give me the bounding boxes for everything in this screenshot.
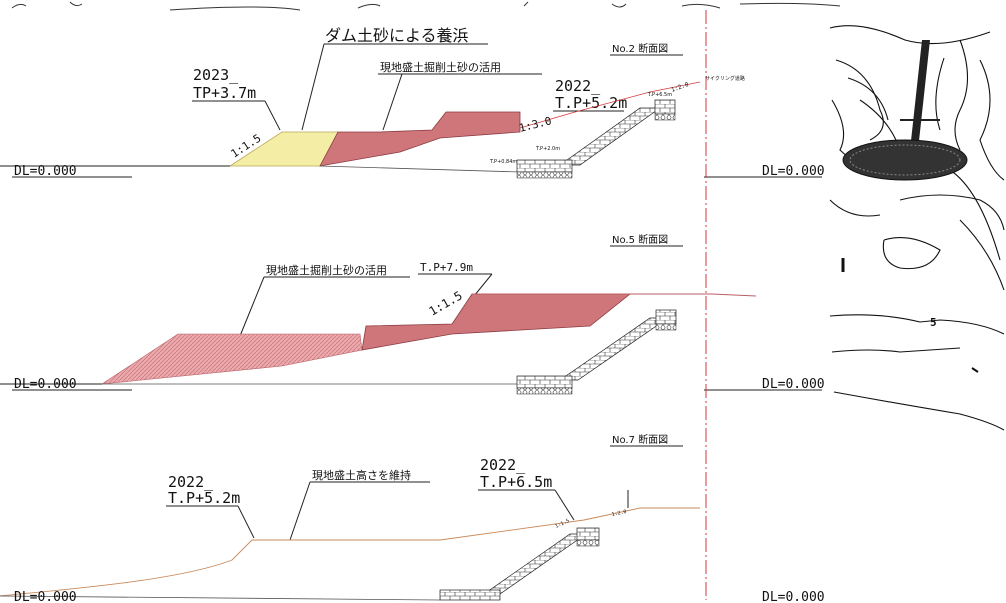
crest-line-no5 xyxy=(472,293,757,297)
label-2022-right: 2022_ xyxy=(480,456,526,474)
label-2023: 2023_ xyxy=(193,66,239,84)
section-no7: No.7 断面図 2022_ T.P+5.2m 現地盛土高さを維持 2022_ … xyxy=(0,433,700,601)
label-excavated-no2-leader xyxy=(382,73,403,131)
hatched-soil-fill-no5 xyxy=(101,333,363,385)
slope-30-no2: 1:3.0 xyxy=(518,114,553,135)
profile-line-no7 xyxy=(0,507,700,597)
label-tp52-no7-leader xyxy=(237,505,255,539)
seabed-line-no7 xyxy=(0,595,441,601)
small-tp084-no2: T.P+0.84m xyxy=(489,159,517,165)
dl-label-no2-left: DL=0.000 xyxy=(14,164,77,179)
slope-line-no2 xyxy=(519,81,701,129)
dl-label-no5-left: DL=0.000 xyxy=(14,377,77,392)
excavated-soil-fill-no5 xyxy=(361,293,632,351)
top-sketch-lines xyxy=(11,1,841,11)
datum-labels-right: DL=0.000 DL=0.000 DL=0.000 xyxy=(704,164,825,603)
section-no2: ダム土砂による養浜 No.2 断面図 2023_ TP+3.7m 現地盛土掘削土… xyxy=(0,26,745,179)
label-tp37-leader xyxy=(264,100,281,131)
label-tp52-no7: T.P+5.2m xyxy=(168,489,240,507)
section-no2-name: No.2 断面図 xyxy=(612,42,668,55)
label-keep-no7-leader xyxy=(289,481,311,541)
excavated-soil-fill-no2 xyxy=(319,111,521,167)
revetment-no7 xyxy=(439,527,600,601)
title-leader xyxy=(301,43,325,131)
title-text: ダム土砂による養浜 xyxy=(325,26,469,45)
section-no5: No.5 断面図 現地盛土掘削土砂の活用 T.P+7.9m 1:1.5 xyxy=(0,233,757,395)
contour-label-5: 5 xyxy=(930,316,937,329)
slope-20-no2: 1:2.0 xyxy=(670,81,690,94)
label-tp37: TP+3.7m xyxy=(193,84,256,102)
label-tp79-no5: T.P+7.9m xyxy=(420,261,473,274)
datum-labels-left: DL=0.000 DL=0.000 DL=0.000 xyxy=(12,164,132,603)
slope-20-no7: 1:2.0 xyxy=(611,509,627,518)
structure-symbol xyxy=(842,40,968,181)
dl-label-no5-right: DL=0.000 xyxy=(762,377,825,392)
revetment-no5 xyxy=(516,309,677,395)
label-tp65-no7-leader xyxy=(554,489,575,521)
dl-label-no7-left: DL=0.000 xyxy=(14,590,77,603)
revetment-no2 xyxy=(516,99,676,179)
section-no7-name: No.7 断面図 xyxy=(612,433,668,446)
label-2022-no2: 2022_ xyxy=(555,77,601,95)
label-tp65-no7: T.P+6.5m xyxy=(480,473,552,491)
section-no5-name: No.5 断面図 xyxy=(612,233,668,246)
label-keep-no7: 現地盛土高さを維持 xyxy=(312,468,411,482)
small-tp20-no2: T.P+2.0m xyxy=(535,146,560,152)
label-tp52-no2: T.P+5.2m xyxy=(555,94,627,112)
dl-label-no7-right: DL=0.000 xyxy=(762,590,825,603)
label-tp79-no5-leader xyxy=(473,273,493,297)
label-2022-left: 2022_ xyxy=(168,473,214,491)
slope-15-no7: 1:1.5 xyxy=(554,518,570,530)
seabed-line-no2 xyxy=(319,165,521,173)
road-label-no2: サイクリング道路 xyxy=(705,75,745,82)
dl-label-no2-right: DL=0.000 xyxy=(762,164,825,179)
label-excavated-no5: 現地盛土掘削土砂の活用 xyxy=(266,263,387,277)
label-excavated-no5-leader xyxy=(239,276,265,337)
label-excavated-no2: 現地盛土掘削土砂の活用 xyxy=(380,60,501,74)
small-tp65-no2: T.P+6.5m xyxy=(647,92,672,98)
